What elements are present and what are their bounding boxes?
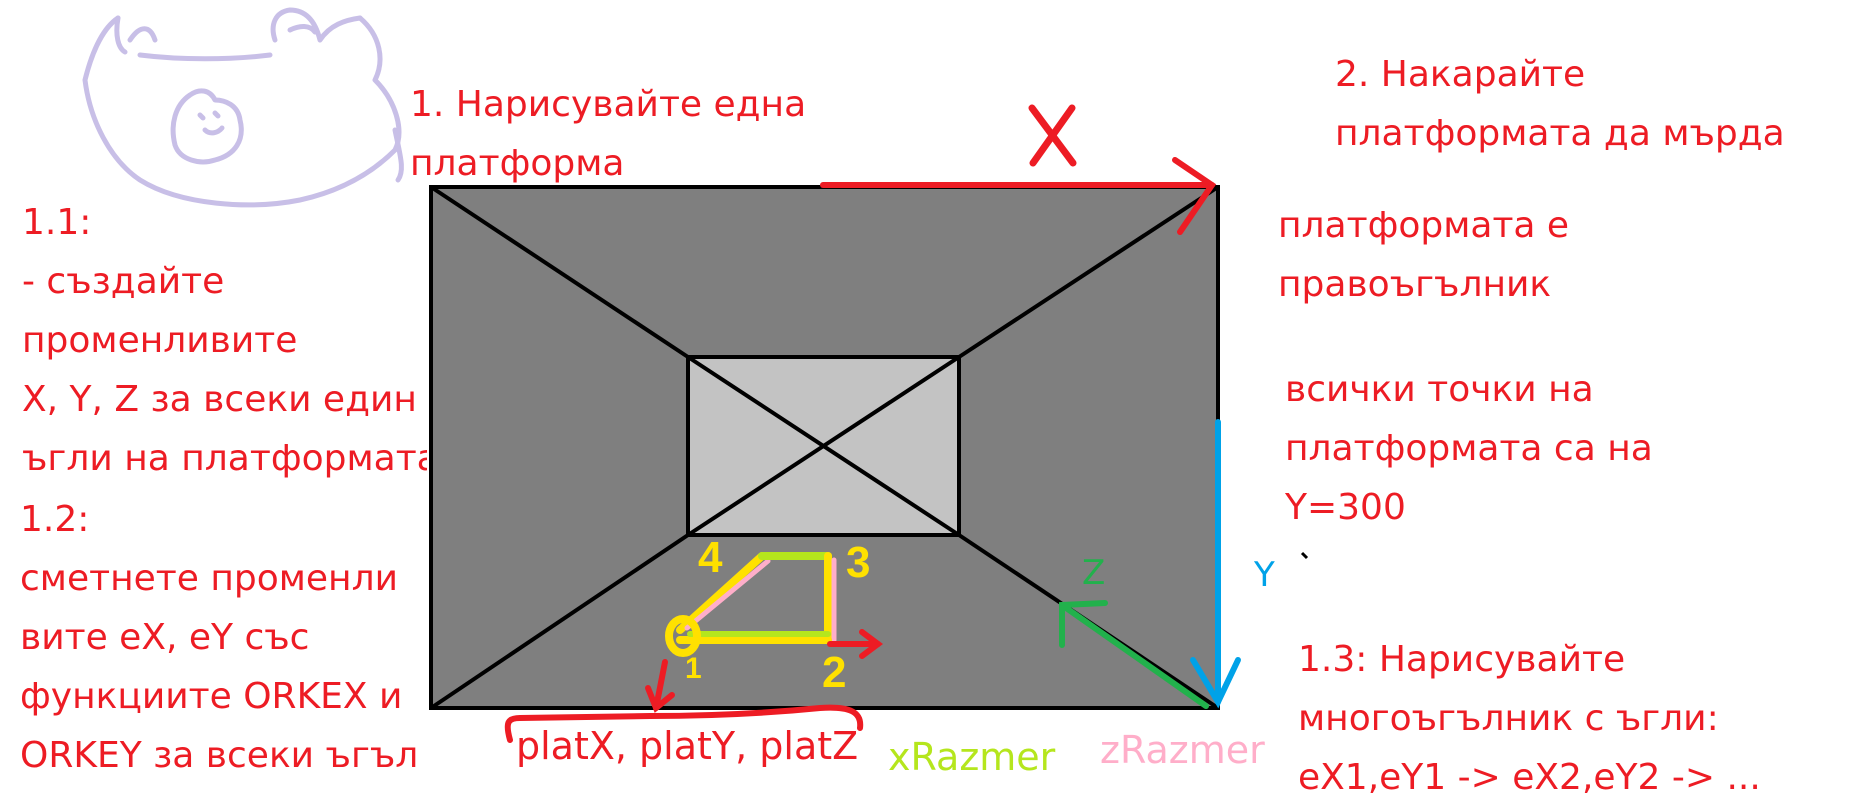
note-step-1-1: 1.1: - създайте променливите X, Y, Z за … <box>22 202 427 479</box>
doodle-sketch <box>82 7 404 208</box>
note-step-1: 1. Нарисувайте една платформа <box>410 84 807 184</box>
note-rectangle: платформата е правоъгълник <box>1278 205 1570 305</box>
z-axis-arrow <box>1059 600 1209 709</box>
note-y-points: всички точки на платформата са на Y=300 <box>1285 369 1653 528</box>
note-step-2: 2. Накарайте платформата да мърда <box>1335 54 1785 154</box>
corner-polygon <box>665 552 837 657</box>
x-axis-arrow <box>820 157 1217 235</box>
corner-2: 2 <box>822 648 847 697</box>
plat-bracket <box>504 704 864 743</box>
x-axis-letter <box>1028 104 1077 167</box>
note-step-1-2: 1.2: сметнете променли вите eX, eY със ф… <box>20 499 419 776</box>
origin-arrows <box>645 629 883 713</box>
z-razmer-label: zRazmer <box>1100 728 1265 772</box>
x-razmer-label: xRazmer <box>888 735 1056 779</box>
corner-4: 4 <box>698 533 723 582</box>
z-axis-label: Z <box>1082 553 1106 593</box>
corner-3: 3 <box>846 538 871 587</box>
note-step-1-3: 1.3: Нарисувайте многоъгълник с ъгли: eX… <box>1298 639 1761 798</box>
stray-mark <box>1300 551 1309 560</box>
y-axis-label: Y <box>1254 555 1275 595</box>
y-axis-arrow <box>1190 419 1241 709</box>
plat-vars-label: platX, platY, platZ <box>516 724 859 768</box>
corner-1: 1 <box>685 652 702 685</box>
